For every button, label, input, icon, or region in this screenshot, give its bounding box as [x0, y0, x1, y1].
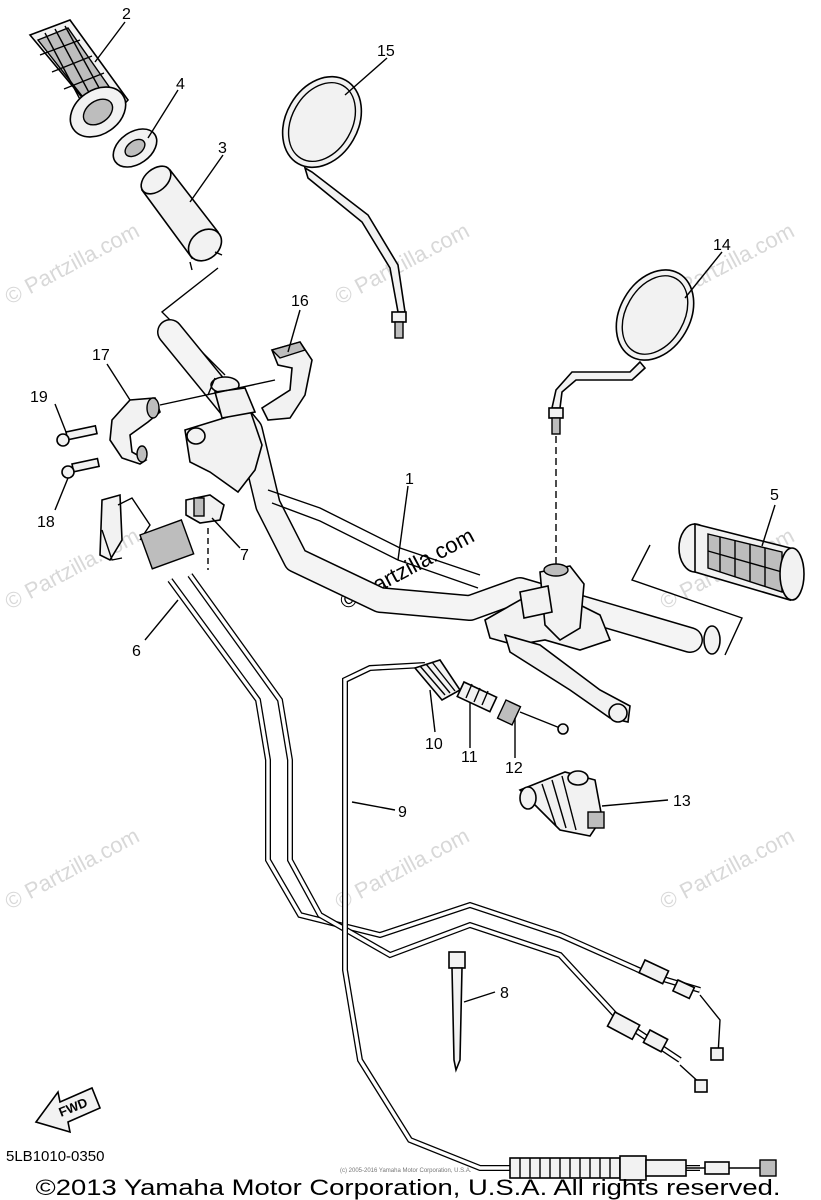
callout-14: 14: [713, 237, 731, 254]
callout-13: 13: [673, 793, 691, 810]
grip-guide-line: [631, 544, 743, 656]
cable-boot-part[interactable]: [413, 659, 462, 702]
throttle-tube-part[interactable]: [136, 161, 228, 271]
switch-guide-line: [159, 379, 276, 406]
watermark-text: © Partzilla.com: [1, 823, 144, 915]
callout-17: 17: [92, 347, 110, 364]
callout-16: 16: [291, 293, 309, 310]
handlebar-part[interactable]: [157, 319, 721, 655]
screw-18-part[interactable]: [61, 457, 101, 479]
callout-2: 2: [122, 6, 131, 23]
callout-3: 3: [218, 140, 227, 157]
callout-10: 10: [425, 736, 443, 753]
grip-left-part[interactable]: [28, 19, 135, 147]
callout-4: 4: [176, 76, 185, 93]
watermark-text: © Partzilla.com: [1, 218, 144, 310]
callout-leaders: [54, 21, 776, 1003]
throttle-cable-part[interactable]: [99, 493, 724, 1093]
callout-numbers: 2 4 3 15 14 16 17 19 18 7 6 1 5 10 11 12…: [30, 6, 779, 1002]
grip-washer-part[interactable]: [106, 121, 164, 175]
locknut-part[interactable]: [496, 699, 569, 735]
callout-9: 9: [398, 804, 407, 821]
callout-11: 11: [461, 749, 478, 766]
cable-holder-part[interactable]: [185, 494, 225, 524]
mirror-left-part[interactable]: [267, 62, 407, 339]
throttle-housing-part: [184, 376, 263, 494]
cable-tie-part[interactable]: [448, 951, 466, 1073]
fwd-arrow-icon: [34, 1086, 102, 1134]
fine-print: (c) 2005-2016 Yamaha Motor Corporation, …: [340, 1168, 472, 1174]
watermark-text: © Partzilla.com: [331, 823, 474, 915]
callout-18: 18: [37, 514, 55, 531]
mirror-right-part[interactable]: [548, 256, 709, 435]
adjuster-bolt-part[interactable]: [456, 680, 498, 713]
switch-boot-part[interactable]: [518, 770, 605, 837]
clutch-cable-part[interactable]: [342, 662, 777, 1181]
callout-15: 15: [377, 43, 395, 60]
callout-1: 1: [405, 471, 414, 488]
callout-6: 6: [132, 643, 141, 660]
callout-19: 19: [30, 389, 48, 406]
clutch-lever-assembly: [484, 563, 631, 723]
callout-12: 12: [505, 760, 523, 777]
grip-right-part[interactable]: [678, 522, 805, 602]
forward-arrow: FWD: [34, 1086, 102, 1134]
callout-7: 7: [240, 547, 249, 564]
callout-8: 8: [500, 985, 509, 1002]
diagram-code: 5LB1010-0350: [6, 1148, 104, 1165]
throttle-clamp-part[interactable]: [109, 397, 161, 465]
screw-19-part[interactable]: [56, 424, 98, 447]
callout-5: 5: [770, 487, 779, 504]
watermark-text: © Partzilla.com: [656, 823, 799, 915]
copyright-notice: ©2013 Yamaha Motor Corporation, U.S.A. A…: [36, 1175, 781, 1200]
